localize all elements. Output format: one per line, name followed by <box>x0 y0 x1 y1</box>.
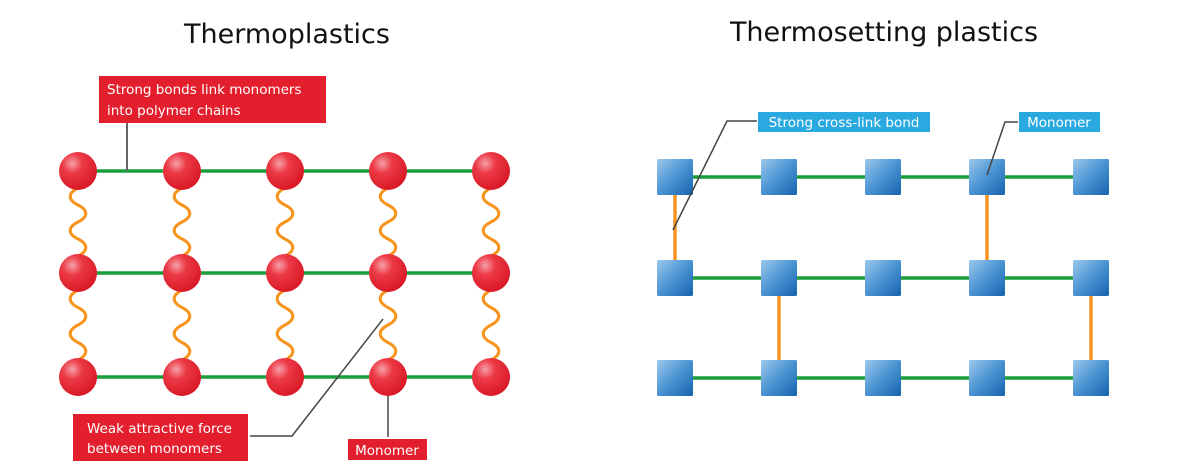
monomer-label-left-text: Monomer <box>355 443 419 459</box>
monomer-cube <box>969 159 1005 195</box>
thermoplastic-monomers <box>59 152 510 396</box>
thermosetting-title: Thermosetting plastics <box>729 17 1038 48</box>
monomer-sphere <box>266 254 304 292</box>
monomer-sphere <box>266 358 304 396</box>
weak-attractive-force <box>481 288 501 362</box>
monomer-sphere <box>369 254 407 292</box>
monomer-sphere <box>369 152 407 190</box>
monomer-sphere <box>472 358 510 396</box>
monomer-cube <box>865 360 901 396</box>
weak-force-label-line-1: Weak attractive force <box>87 421 232 437</box>
monomer-cube <box>969 260 1005 296</box>
weak-attractive-force <box>172 186 192 258</box>
chain-bond-label-line-1: Strong bonds link monomers <box>107 82 302 98</box>
thermoset-monomers <box>657 159 1109 396</box>
monomer-sphere <box>369 358 407 396</box>
weak-attractive-force <box>481 186 501 258</box>
monomer-label-left: Monomer <box>348 439 427 460</box>
monomer-sphere <box>59 254 97 292</box>
monomer-cube <box>969 360 1005 396</box>
weak-attractive-force <box>275 186 295 258</box>
monomer-sphere <box>266 152 304 190</box>
thermoset-leader-lines <box>672 120 1018 231</box>
monomer-sphere <box>472 254 510 292</box>
weak-attractive-force <box>68 288 88 362</box>
crosslink-label-text: Strong cross-link bond <box>769 115 920 131</box>
monomer-sphere <box>472 152 510 190</box>
monomer-sphere <box>163 358 201 396</box>
thermoplastics-title: Thermoplastics <box>183 19 390 50</box>
monomer-cube <box>761 360 797 396</box>
monomer-cube <box>657 260 693 296</box>
monomer-cube <box>761 260 797 296</box>
weak-force-label-line-2: between monomers <box>87 441 222 457</box>
monomer-sphere <box>163 254 201 292</box>
weak-attractive-force <box>68 186 88 258</box>
weak-attractive-force <box>378 186 398 258</box>
weak-force-leader-line <box>250 318 384 437</box>
monomer-cube <box>657 159 693 195</box>
crosslink-label: Strong cross-link bond <box>758 112 930 132</box>
monomer-leader-line-right <box>986 121 1018 176</box>
weak-attractive-force <box>172 288 192 362</box>
chain-bond-label-line-2: into polymer chains <box>107 103 241 119</box>
monomer-cube <box>1073 360 1109 396</box>
monomer-cube <box>657 360 693 396</box>
monomer-cube <box>1073 159 1109 195</box>
monomer-cube <box>1073 260 1109 296</box>
monomer-label-right: Monomer <box>1019 112 1100 132</box>
crosslink-leader-line <box>672 120 757 231</box>
weak-attractive-force <box>378 288 398 362</box>
weak-attractive-force <box>275 288 295 362</box>
monomer-sphere <box>59 358 97 396</box>
monomer-sphere <box>59 152 97 190</box>
monomer-sphere <box>163 152 201 190</box>
monomer-cube <box>761 159 797 195</box>
weak-force-label: Weak attractive force between monomers <box>73 414 248 461</box>
chain-bond-label: Strong bonds link monomers into polymer … <box>99 76 326 123</box>
weak-forces <box>68 186 501 362</box>
monomer-label-right-text: Monomer <box>1027 115 1091 131</box>
monomer-cube <box>865 260 901 296</box>
monomer-cube <box>865 159 901 195</box>
